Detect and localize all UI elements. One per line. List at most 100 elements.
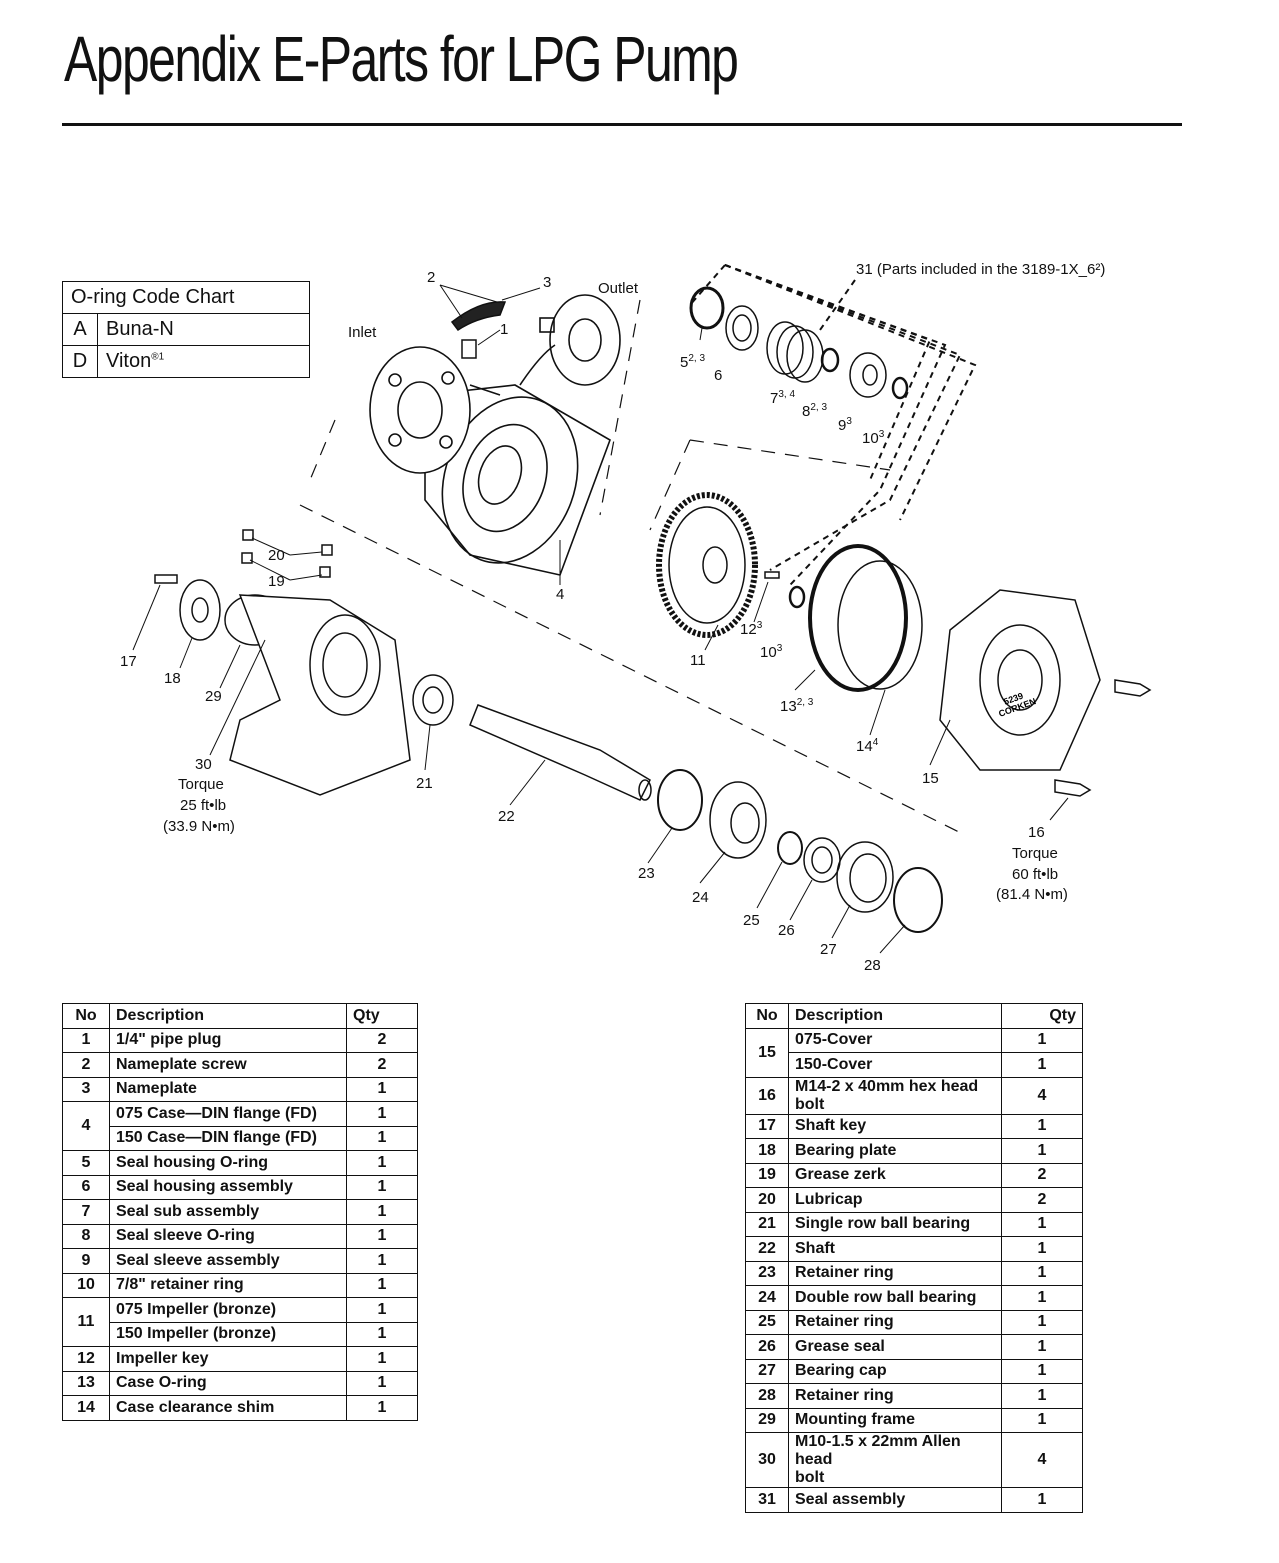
part-qty: 1 <box>1001 1027 1083 1053</box>
torque-16-ftlb: 60 ft•lb <box>1012 866 1059 883</box>
part-number: 21 <box>745 1211 789 1237</box>
callout-30: 30 <box>195 756 212 773</box>
part-qty: 1 <box>346 1150 418 1176</box>
part-qty: 1 <box>346 1223 418 1249</box>
callout-26: 26 <box>778 922 795 939</box>
callout-20: 20 <box>268 547 285 564</box>
part-qty: 1 <box>1001 1285 1083 1311</box>
part-number: 1 <box>62 1027 110 1053</box>
impeller <box>656 492 758 638</box>
part-description: Lubricap <box>788 1187 1002 1213</box>
part-number: 2 <box>62 1052 110 1078</box>
assembly-guide-lines <box>299 299 966 836</box>
callout-16: 16 <box>1028 824 1045 841</box>
callout-22: 22 <box>498 808 515 825</box>
part-number: 22 <box>745 1236 789 1262</box>
callout-3: 3 <box>543 274 552 291</box>
part-number: 4 <box>62 1101 110 1151</box>
part-qty: 1 <box>346 1101 418 1127</box>
part-description: Impeller key <box>109 1346 347 1372</box>
col-qty: Qty <box>346 1003 418 1029</box>
pipe-plug <box>461 339 477 359</box>
callout-11: 11 <box>690 652 706 669</box>
part-number: 30 <box>745 1432 789 1488</box>
seal-sub-assembly <box>766 321 824 383</box>
callout-5: 52, 3 <box>680 353 706 371</box>
single-row-bearing <box>412 674 454 726</box>
retainer-ring-23 <box>657 769 703 831</box>
callout-2: 2 <box>427 269 436 286</box>
part-qty: 1 <box>1001 1309 1083 1335</box>
part-description: 1/4" pipe plug <box>109 1027 347 1053</box>
part-number: 10 <box>62 1272 110 1298</box>
shaft <box>469 704 652 801</box>
callout-1: 1 <box>500 321 509 338</box>
part-description: Grease zerk <box>788 1162 1002 1188</box>
grease-zerk <box>319 566 331 578</box>
hex-bolt <box>1054 779 1092 797</box>
part-number: 29 <box>745 1407 789 1433</box>
retainer-ring-28 <box>893 867 943 933</box>
torque-30-ftlb: 25 ft•lb <box>180 797 227 814</box>
callout-9: 93 <box>838 416 852 434</box>
part-description: Seal housing O-ring <box>109 1150 347 1176</box>
part-description: Mounting frame <box>788 1407 1002 1433</box>
table-header-row: No Description Qty <box>62 1003 418 1029</box>
part-qty: 1 <box>346 1346 418 1372</box>
part-description: 7/8" retainer ring <box>109 1272 347 1298</box>
part-qty: 1 <box>1001 1487 1083 1513</box>
part-description: Nameplate screw <box>109 1052 347 1078</box>
callout-15: 15 <box>922 770 939 787</box>
part-number: 25 <box>745 1309 789 1335</box>
part-description: Seal housing assembly <box>109 1174 347 1200</box>
col-description: Description <box>788 1003 1002 1029</box>
part-number: 14 <box>62 1395 110 1421</box>
part-number: 19 <box>745 1162 789 1188</box>
callout-13: 132, 3 <box>780 697 814 715</box>
part-number: 20 <box>745 1187 789 1213</box>
seal-kit-bracket <box>689 264 977 586</box>
part-qty: 2 <box>1001 1162 1083 1188</box>
case-clearance-shim <box>837 560 923 690</box>
part-qty: 1 <box>1001 1383 1083 1409</box>
callout-21: 21 <box>416 775 433 792</box>
part-qty: 1 <box>346 1321 418 1347</box>
part-description: Single row ball bearing <box>788 1211 1002 1237</box>
part-description: 150-Cover <box>788 1052 1002 1078</box>
part-number: 6 <box>62 1174 110 1200</box>
callout-8: 82, 3 <box>802 402 828 420</box>
part-qty: 1 <box>1001 1407 1083 1433</box>
part-qty: 1 <box>1001 1138 1083 1164</box>
part-number: 8 <box>62 1223 110 1249</box>
seal-kit-label: 31 (Parts included in the 3189-1X_6²) <box>856 261 1106 278</box>
callout-6: 6 <box>714 367 723 384</box>
seal-sleeve <box>849 352 887 398</box>
part-description: Case O-ring <box>109 1370 347 1396</box>
callout-10a: 103 <box>862 429 885 447</box>
part-description: Retainer ring <box>788 1383 1002 1409</box>
callout-28: 28 <box>864 957 881 974</box>
part-qty: 1 <box>1001 1113 1083 1139</box>
bearing-plate <box>179 579 221 641</box>
